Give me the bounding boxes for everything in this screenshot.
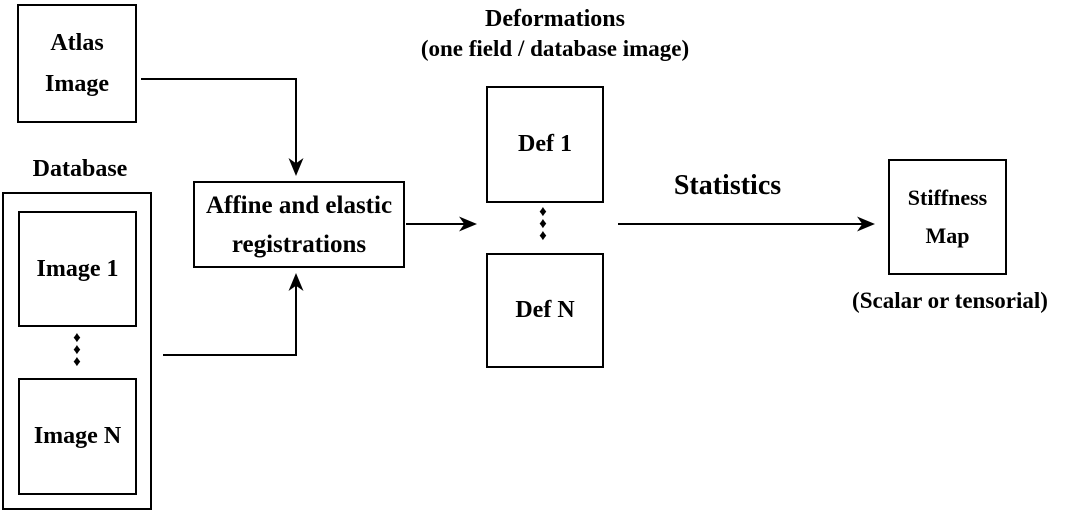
deformations-subtitle: (one field / database image) bbox=[420, 36, 690, 61]
arrow-atlas-to-registrations bbox=[141, 78, 304, 176]
node-def-n: Def N bbox=[486, 253, 604, 368]
statistics-label: Statistics bbox=[673, 170, 782, 201]
ellipsis-dot-icon: ♦ bbox=[539, 228, 547, 244]
database-ellipsis: ♦ ♦ ♦ bbox=[69, 330, 85, 370]
registrations-label-line2: registrations bbox=[231, 230, 367, 258]
registrations-label-line1: Affine and elastic bbox=[205, 191, 393, 219]
image-1-label: Image 1 bbox=[36, 255, 119, 282]
atlas-label-line1: Atlas bbox=[50, 29, 104, 56]
node-image-1: Image 1 bbox=[18, 211, 137, 327]
stiffness-label-line2: Map bbox=[925, 223, 970, 248]
arrow-database-to-registrations bbox=[163, 273, 304, 356]
node-registrations: Affine and elastic registrations bbox=[193, 181, 405, 268]
node-atlas-image: Atlas Image bbox=[17, 4, 137, 123]
def-n-label: Def N bbox=[515, 297, 575, 323]
scalar-tensorial-note: (Scalar or tensorial) bbox=[852, 288, 1048, 313]
def-1-label: Def 1 bbox=[518, 131, 572, 157]
node-image-n: Image N bbox=[18, 378, 137, 495]
node-stiffness-map: Stiffness Map bbox=[888, 159, 1007, 275]
ellipsis-dot-icon: ♦ bbox=[73, 354, 81, 370]
atlas-label-line2: Image bbox=[45, 70, 109, 97]
image-n-label: Image N bbox=[33, 423, 122, 449]
database-label: Database bbox=[32, 156, 128, 182]
node-def-1: Def 1 bbox=[486, 86, 604, 203]
deformations-heading: Deformations (one field / database image… bbox=[395, 4, 715, 64]
ellipsis-dot-icon: ♦ bbox=[539, 204, 547, 220]
stiffness-label-line1: Stiffness bbox=[907, 185, 988, 210]
ellipsis-dot-icon: ♦ bbox=[539, 216, 547, 232]
ellipsis-dot-icon: ♦ bbox=[73, 330, 81, 346]
deformations-title: Deformations bbox=[485, 6, 625, 32]
deformations-ellipsis: ♦ ♦ ♦ bbox=[535, 204, 551, 244]
ellipsis-dot-icon: ♦ bbox=[73, 342, 81, 358]
